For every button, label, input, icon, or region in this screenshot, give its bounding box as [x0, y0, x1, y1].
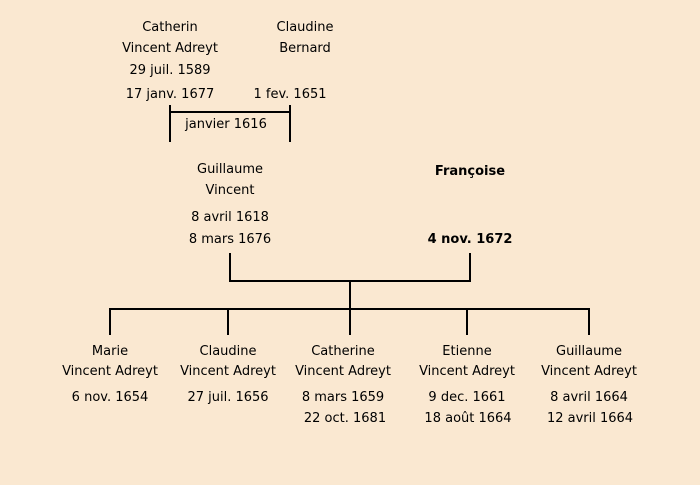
person-name-child-4-line2[interactable]: Vincent Adreyt [419, 364, 515, 379]
connector-child-4-drop [466, 308, 468, 335]
connector-child-1-drop [109, 308, 111, 335]
person-name-child-5-line2[interactable]: Vincent Adreyt [541, 364, 637, 379]
date-child-2-line1: 27 juil. 1656 [187, 390, 269, 405]
person-name-child-2-line1[interactable]: Claudine [199, 344, 257, 359]
person-name-gen1-mother-line2[interactable]: Bernard [279, 41, 331, 56]
birth-date-gen2-father: 8 avril 1618 [191, 210, 269, 225]
death-date-gen1-mother: 1 fev. 1651 [253, 87, 327, 102]
connector-gen1-marriage-bar [169, 111, 291, 113]
person-name-child-5-line1[interactable]: Guillaume [555, 344, 623, 359]
death-date-gen2-mother: 4 nov. 1672 [427, 232, 513, 247]
date-child-4-line2: 18 août 1664 [424, 411, 512, 426]
connector-child-5-drop [588, 308, 590, 335]
person-name-child-3-line2[interactable]: Vincent Adreyt [295, 364, 391, 379]
connector-gen1-mother-drop [289, 105, 291, 142]
person-name-child-1-line2[interactable]: Vincent Adreyt [62, 364, 158, 379]
death-date-gen2-father: 8 mars 1676 [188, 232, 272, 247]
date-child-3-line2: 22 oct. 1681 [303, 411, 387, 426]
death-date-gen1-father: 17 janv. 1677 [125, 87, 215, 102]
connector-children-center-drop [349, 280, 351, 335]
person-name-gen2-father-line2[interactable]: Vincent [205, 183, 255, 198]
person-name-gen2-mother[interactable]: Françoise [434, 164, 506, 179]
connector-siblings-rail [109, 308, 590, 310]
person-name-gen1-mother-line1[interactable]: Claudine [276, 20, 334, 35]
person-name-child-3-line1[interactable]: Catherine [311, 344, 375, 359]
date-child-3-line1: 8 mars 1659 [301, 390, 385, 405]
person-name-child-2-line2[interactable]: Vincent Adreyt [180, 364, 276, 379]
connector-gen1-father-drop [169, 105, 171, 142]
birth-date-gen1-father: 29 juil. 1589 [129, 63, 211, 78]
connector-child-2-drop [227, 308, 229, 335]
person-name-gen1-father-line1[interactable]: Catherin [142, 20, 198, 35]
connector-gen2-mother-drop [469, 253, 471, 282]
date-child-1-line1: 6 nov. 1654 [71, 390, 149, 405]
connector-gen2-father-drop [229, 253, 231, 282]
date-child-5-line2: 12 avril 1664 [546, 411, 634, 426]
person-name-gen2-father-line1[interactable]: Guillaume [196, 162, 264, 177]
person-name-child-1-line1[interactable]: Marie [91, 344, 129, 359]
date-child-5-line1: 8 avril 1664 [550, 390, 628, 405]
person-name-gen1-father-line2[interactable]: Vincent Adreyt [122, 41, 218, 56]
date-child-4-line1: 9 dec. 1661 [428, 390, 506, 405]
marriage-date-gen1: janvier 1616 [185, 117, 267, 132]
person-name-child-4-line1[interactable]: Etienne [442, 344, 492, 359]
